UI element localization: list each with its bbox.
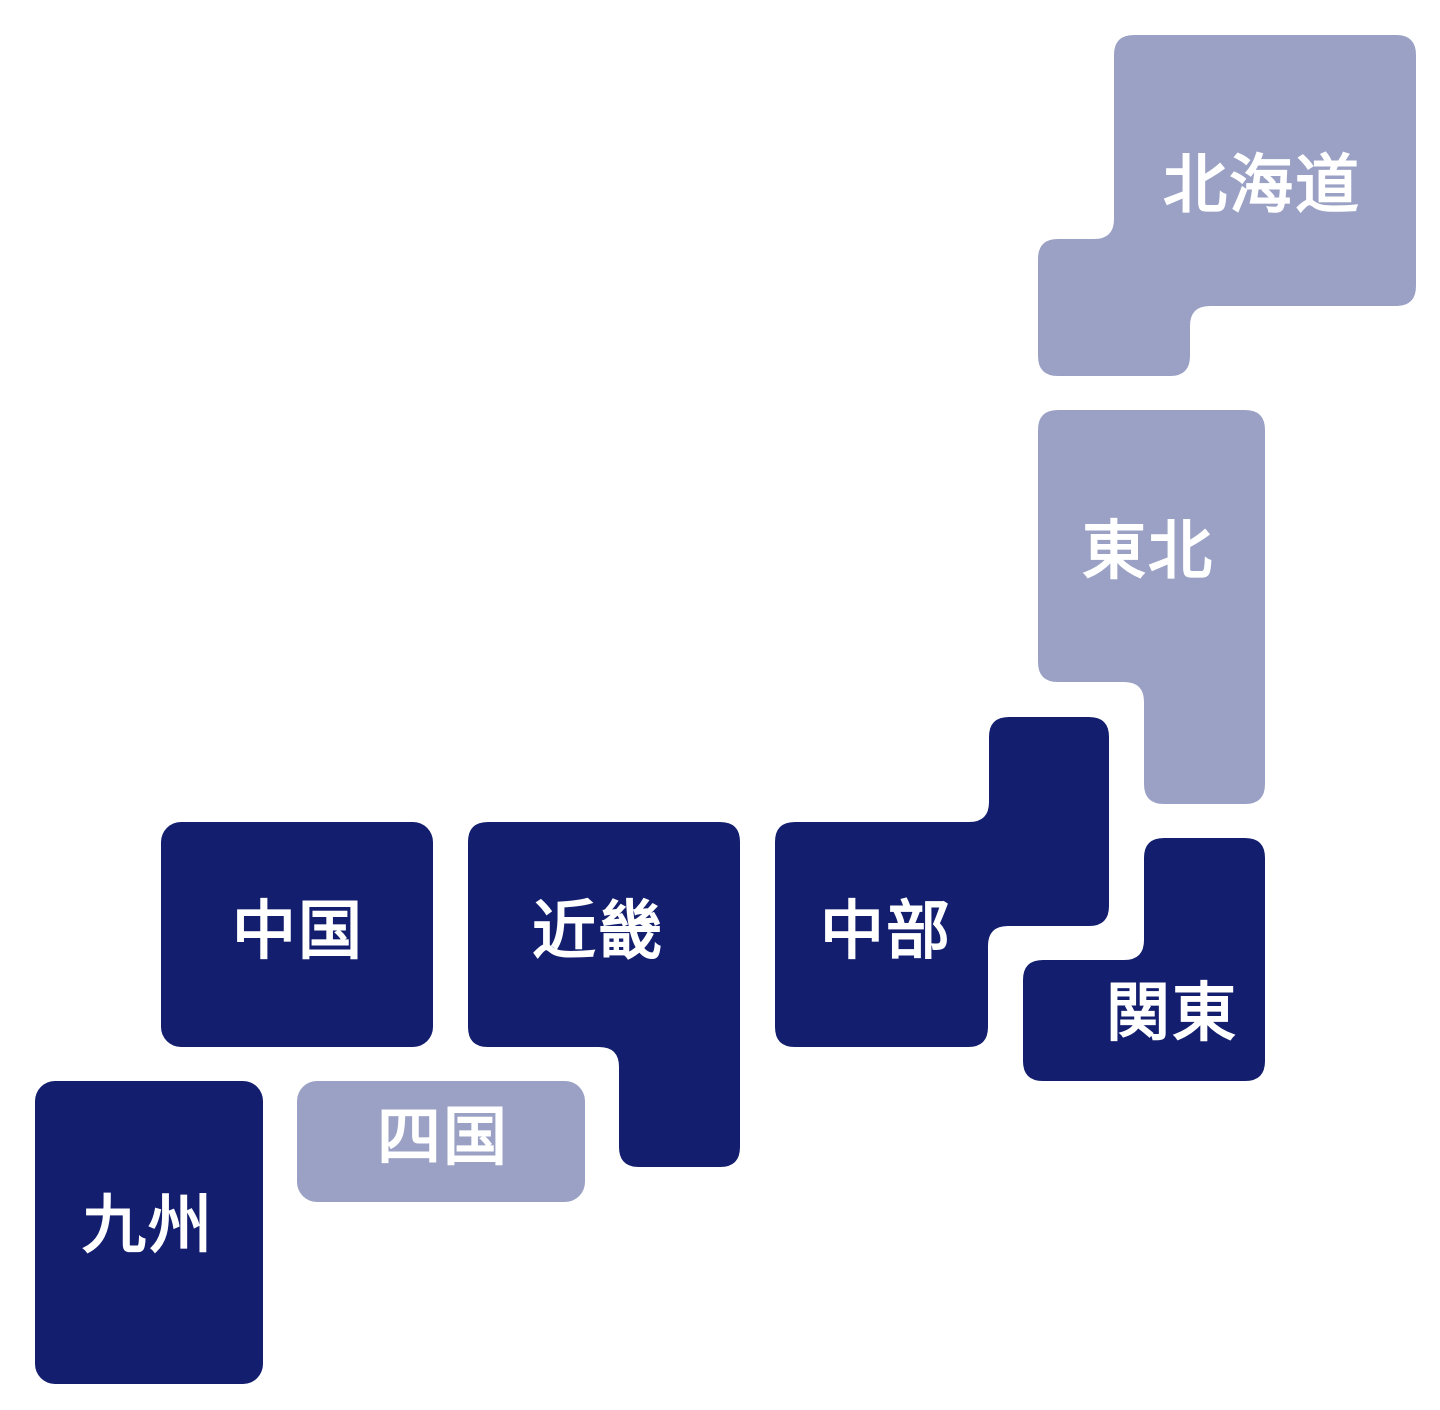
region-kyushu-label: 九州 (82, 1189, 214, 1263)
region-kinki-label: 近畿 (532, 895, 664, 969)
region-hokkaido[interactable]: 北海道 (1038, 35, 1416, 376)
region-shikoku-label: 四国 (377, 1101, 509, 1175)
region-chubu[interactable]: 中部 (775, 717, 1109, 1047)
region-chugoku-shape[interactable] (161, 822, 433, 1047)
region-kyushu[interactable]: 九州 (35, 1081, 263, 1384)
region-kanto-shape[interactable] (1023, 838, 1265, 1081)
region-tohoku-label: 東北 (1082, 515, 1214, 589)
region-tohoku[interactable]: 東北 (1038, 410, 1265, 804)
region-kanto-label: 関東 (1106, 977, 1238, 1051)
region-kyushu-shape[interactable] (35, 1081, 263, 1384)
region-chubu-shape[interactable] (775, 717, 1109, 1047)
region-shikoku[interactable]: 四国 (297, 1081, 585, 1202)
region-chubu-label: 中部 (820, 895, 952, 969)
region-shikoku-shape[interactable] (297, 1081, 585, 1202)
region-kinki[interactable]: 近畿 (468, 822, 740, 1167)
region-chugoku[interactable]: 中国 (161, 822, 433, 1047)
region-kanto[interactable]: 関東 (1023, 838, 1265, 1081)
region-tohoku-shape[interactable] (1038, 410, 1265, 804)
region-kinki-shape[interactable] (468, 822, 740, 1167)
region-hokkaido-label: 北海道 (1163, 149, 1361, 223)
region-chugoku-label: 中国 (232, 895, 364, 969)
region-hokkaido-shape[interactable] (1038, 35, 1416, 376)
